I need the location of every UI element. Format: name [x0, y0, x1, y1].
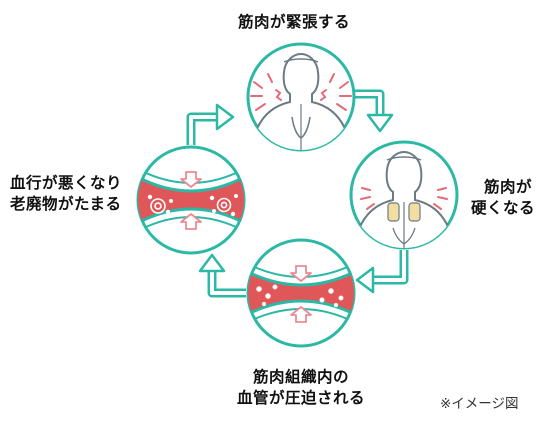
tense-back-figure [249, 52, 353, 150]
circle-muscle-tense [246, 42, 356, 152]
image-note: ※イメージ図 [440, 396, 519, 412]
label-muscle-tense: 筋肉が緊張する [238, 12, 350, 33]
pressure-arrow-down-icon [180, 171, 202, 188]
waste-particle-icon [150, 197, 232, 214]
label-circulation-waste-line-2: 老廃物がたまる [10, 195, 122, 213]
label-vessel-compressed: 筋肉組織内の 血管が圧迫される [230, 367, 372, 409]
compression-arrow-up-icon [290, 306, 312, 323]
stiffness-marks-icon [360, 187, 448, 210]
label-circulation-waste-line-1: 血行が悪くなり [10, 174, 123, 192]
compression-arrow-down-icon [290, 265, 312, 282]
arrow-top-to-right [355, 89, 394, 133]
arrow-right-to-bottom [355, 250, 409, 294]
label-circulation-waste: 血行が悪くなり 老廃物がたまる [10, 173, 122, 215]
label-muscle-stiff-line-1: 筋肉が [484, 178, 533, 196]
pressure-arrow-up-icon [180, 213, 202, 230]
label-muscle-stiff-line-2: 硬くなる [471, 199, 536, 217]
arrow-bottom-to-left [198, 253, 246, 298]
circle-circulation-waste [136, 145, 246, 255]
stiff-back-figure [352, 150, 456, 248]
circle-muscle-stiff [349, 140, 459, 250]
label-muscle-stiff: 筋肉が 硬くなる [471, 177, 535, 219]
label-muscle-tense-text: 筋肉が緊張する [238, 13, 351, 31]
label-vessel-compressed-line-1: 筋肉組織内の [252, 368, 349, 386]
compressed-vessel-graphic [248, 261, 354, 325]
arrow-left-to-top [186, 103, 235, 145]
circle-vessel-compressed [246, 238, 356, 348]
tension-lines-icon [250, 73, 352, 111]
label-vessel-compressed-line-2: 血管が圧迫される [236, 389, 365, 407]
